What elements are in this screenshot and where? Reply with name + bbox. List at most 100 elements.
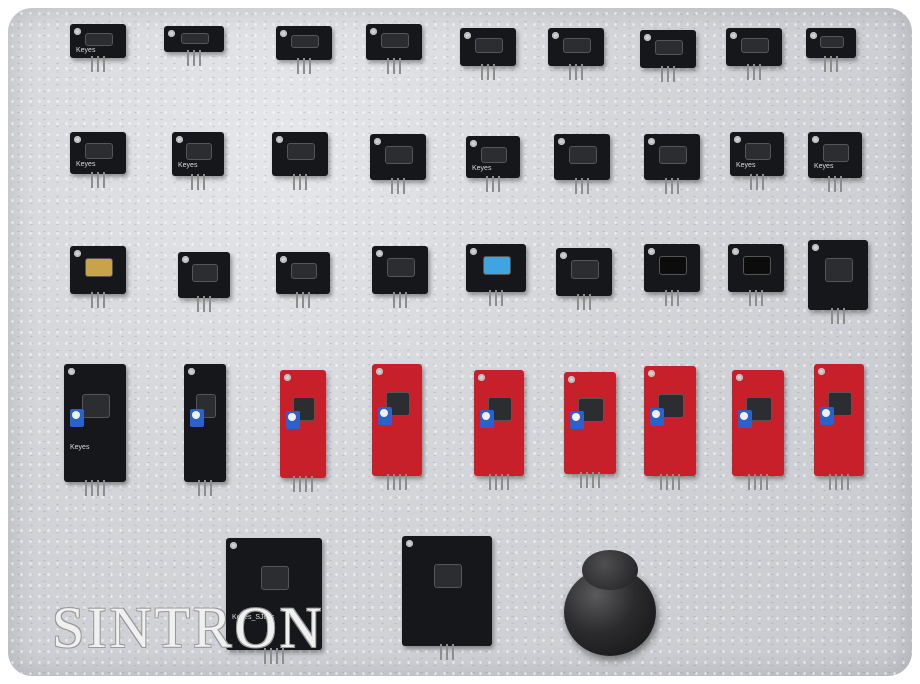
pin (507, 474, 509, 490)
mounting-hole (558, 138, 565, 145)
pin (293, 476, 295, 492)
pcb-board (644, 134, 700, 180)
pot-knob (482, 412, 490, 421)
small-sound-module (644, 366, 696, 490)
analog-hall-module (276, 252, 330, 308)
pin (199, 50, 201, 66)
pin (828, 176, 830, 192)
pot-knob (192, 410, 200, 419)
pin (197, 296, 199, 312)
pin (403, 178, 405, 194)
pin (487, 64, 489, 80)
pin (831, 308, 833, 324)
pcb-board: Keyes (70, 24, 126, 58)
pin (97, 56, 99, 72)
pin (837, 308, 839, 324)
header-pins (372, 292, 428, 308)
mounting-hole (176, 136, 183, 143)
mounting-hole (730, 32, 737, 39)
pin (299, 174, 301, 190)
pin (847, 474, 849, 490)
mounting-hole (734, 136, 741, 143)
pcb-board (276, 252, 330, 294)
header-pins (226, 648, 322, 664)
pin (91, 292, 93, 308)
pcb-board (808, 240, 868, 310)
pin (270, 648, 272, 664)
joystick-module: Keyes_SJoys (226, 538, 322, 664)
pin (830, 56, 832, 72)
pin (569, 64, 571, 80)
pin (103, 292, 105, 308)
component (85, 32, 113, 47)
pin (581, 64, 583, 80)
flame-sensor-module (640, 30, 696, 82)
header-pins (728, 290, 784, 306)
header-pins (70, 292, 126, 308)
pin (834, 176, 836, 192)
pcb-board (556, 248, 612, 296)
pin (197, 174, 199, 190)
header-pins (732, 474, 784, 490)
pin (489, 290, 491, 306)
pin (97, 292, 99, 308)
mounting-hole (182, 256, 189, 263)
mounting-hole (552, 32, 559, 39)
two-color-led-module (806, 28, 856, 72)
pin (748, 474, 750, 490)
pin (575, 178, 577, 194)
mounting-hole (644, 34, 651, 41)
mounting-hole (732, 248, 739, 255)
pin (660, 474, 662, 490)
pin (393, 58, 395, 74)
laser-module (70, 246, 126, 308)
header-pins (70, 56, 126, 72)
pcb-board (280, 370, 326, 478)
pin (829, 474, 831, 490)
pot-knob (652, 409, 660, 418)
rgb-led-module: Keyes (70, 24, 126, 72)
mounting-hole (470, 140, 477, 147)
pin (91, 172, 93, 188)
pin (282, 648, 284, 664)
mounting-hole (376, 368, 383, 375)
mounting-hole (568, 376, 575, 383)
header-pins (548, 64, 604, 80)
header-pins (178, 296, 230, 312)
pin (835, 474, 837, 490)
pin (397, 178, 399, 194)
pin (761, 290, 763, 306)
pcb-board: Keyes (730, 132, 784, 176)
tracking-module (184, 364, 226, 496)
pcb-board (466, 244, 526, 292)
pin (264, 648, 266, 664)
header-pins (280, 476, 326, 492)
relay-module (402, 536, 492, 660)
pot-knob (288, 413, 296, 422)
header-pins (276, 292, 330, 308)
mounting-hole (406, 540, 413, 547)
temperature-module (554, 134, 610, 194)
potentiometer (820, 406, 834, 425)
component (480, 146, 508, 164)
mounting-hole (810, 32, 817, 39)
pin (393, 474, 395, 490)
pin (297, 58, 299, 74)
pin (305, 174, 307, 190)
pin (302, 292, 304, 308)
pcb-board (272, 132, 328, 176)
pot-knob (72, 410, 80, 419)
component (655, 39, 683, 55)
mounting-hole (376, 250, 383, 257)
component (385, 145, 413, 164)
board-label: Keyes_SJoys (232, 614, 275, 622)
pin (191, 174, 193, 190)
mounting-hole (812, 244, 819, 251)
pcb-board (184, 364, 226, 482)
pin (747, 64, 749, 80)
header-pins (64, 480, 126, 496)
pin (836, 56, 838, 72)
mounting-hole (470, 248, 477, 255)
component (822, 143, 850, 162)
